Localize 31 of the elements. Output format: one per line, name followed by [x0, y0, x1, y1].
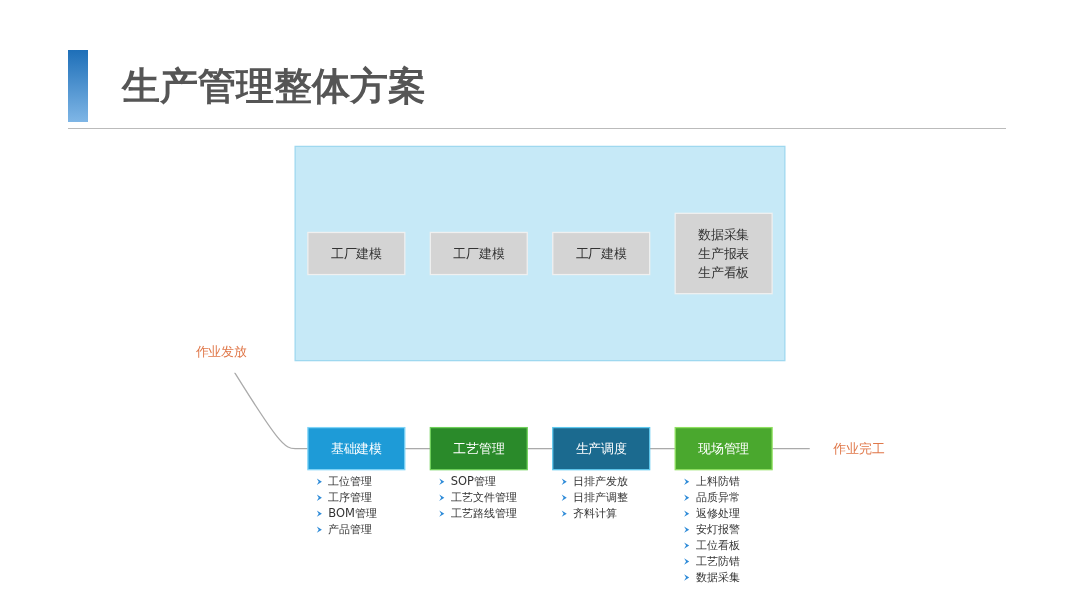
list-item: 返修处理	[695, 505, 740, 520]
connector	[404, 448, 431, 450]
list-item: 工位管理	[328, 474, 373, 488]
node-box: 工厂建模	[429, 231, 528, 276]
list-item: 工艺文件管理	[450, 489, 517, 504]
list-item: SOP管理	[450, 474, 496, 488]
list-item: 产品管理	[328, 521, 373, 536]
node-text: 作业完工	[833, 440, 885, 457]
list-item: 数据采集	[695, 569, 740, 584]
list-item: 工序管理	[328, 489, 373, 504]
title: 生产管理整体方案	[122, 62, 426, 110]
list-item: 工艺防错	[695, 553, 740, 568]
node-box: 基础建模	[307, 426, 406, 471]
list-item: 工位看板	[695, 537, 740, 552]
list-item: 日排产调整	[573, 489, 629, 504]
list-item: BOM管理	[328, 505, 377, 520]
node-box: 工厂建模	[552, 231, 651, 276]
node-box: 生产调度	[552, 426, 651, 471]
list-item: 日排产发放	[573, 474, 629, 488]
cluster	[294, 145, 786, 362]
node-box: 工厂建模	[307, 231, 406, 276]
node-box: 现场管理	[674, 426, 773, 471]
list-item: 品质异常	[695, 489, 740, 504]
connector	[649, 448, 676, 450]
list-item: 安灯报警	[695, 521, 740, 536]
list-item: 齐料计算	[573, 505, 618, 520]
list-item: 上料防错	[695, 474, 740, 488]
list-item: 工艺路线管理	[450, 505, 517, 520]
node-box: 数据采集 生产报表 生产看板	[674, 212, 773, 295]
node-box: 工艺管理	[429, 426, 528, 471]
node-text: 作业发放	[195, 343, 247, 359]
